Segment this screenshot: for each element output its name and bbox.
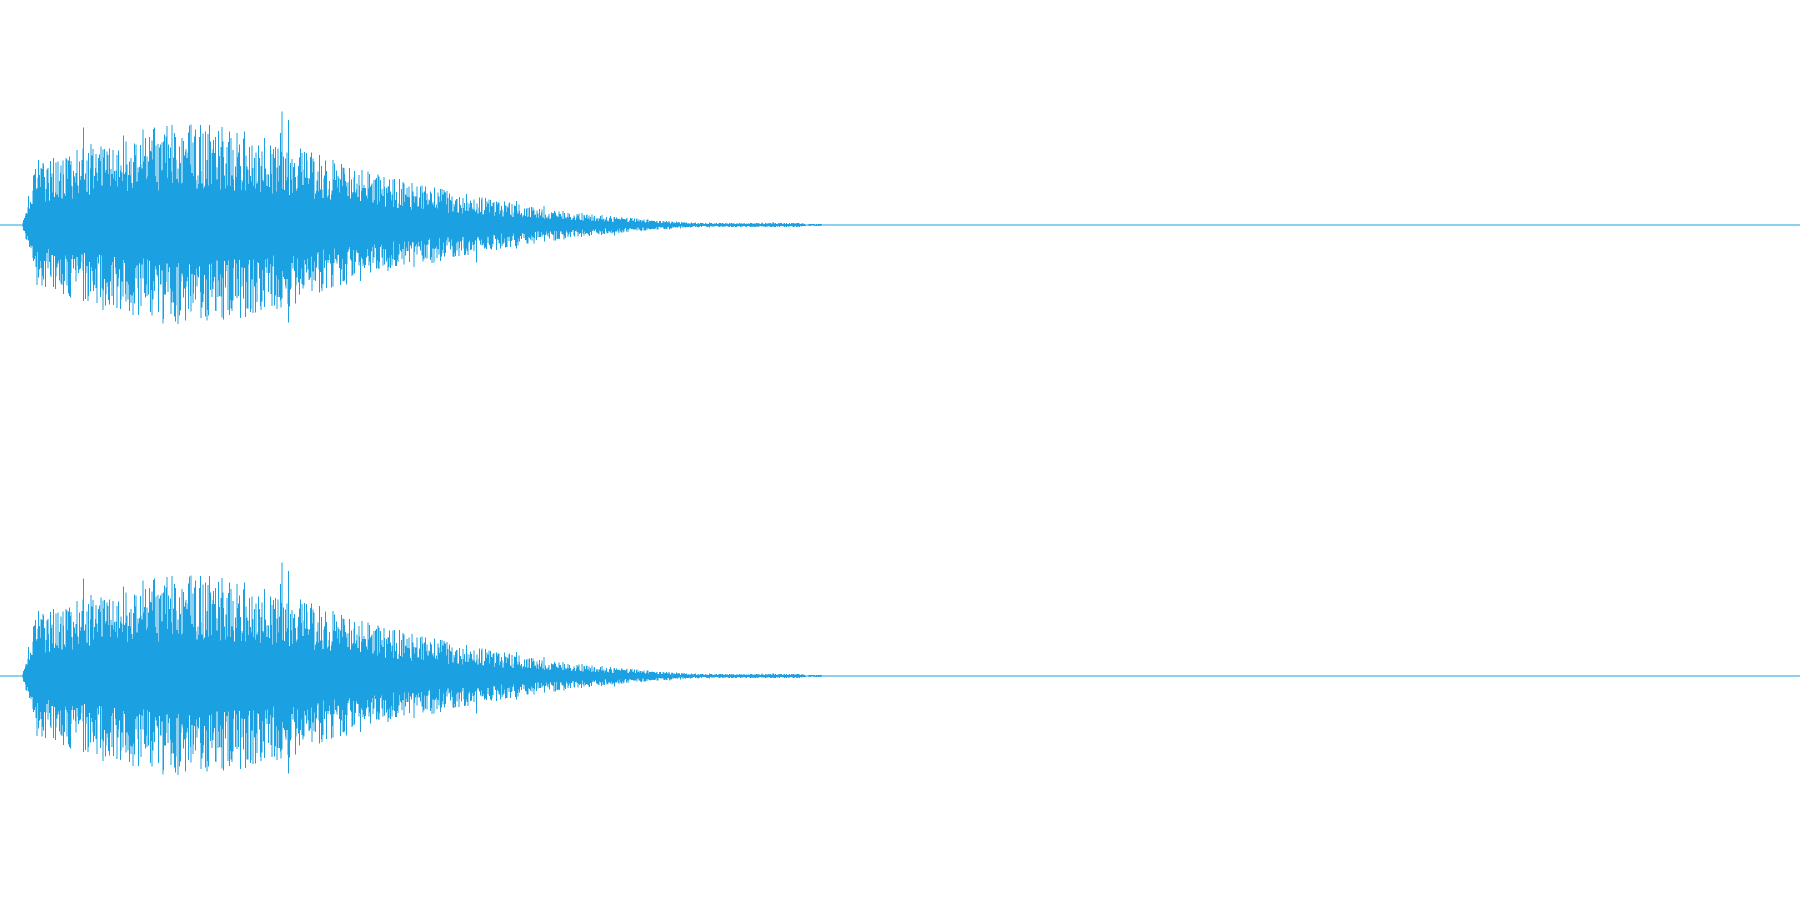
waveform-channel-2: [0, 562, 1800, 775]
waveform-path-channel-1: [22, 111, 822, 324]
waveform-channel-1: [0, 111, 1800, 324]
waveform-path-channel-2: [22, 562, 822, 775]
